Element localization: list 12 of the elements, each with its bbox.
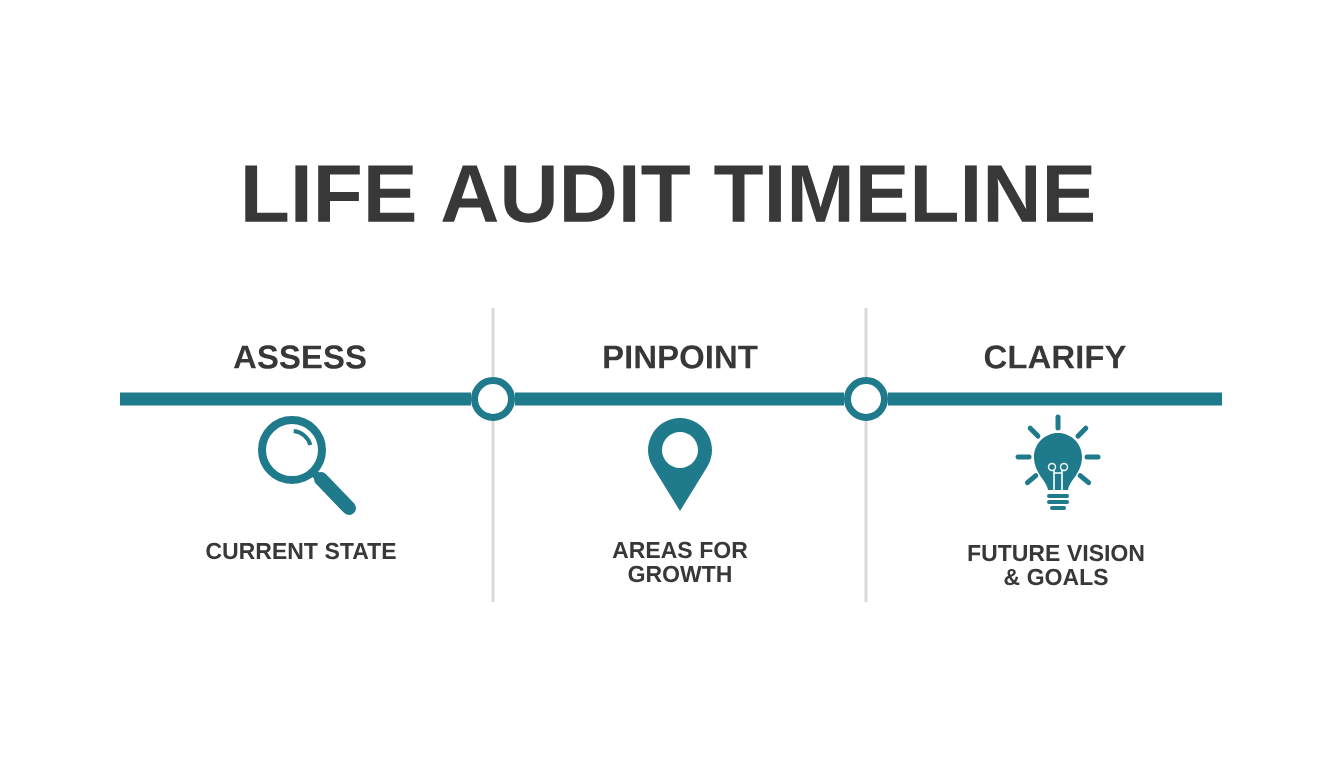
timeline-marker: [844, 377, 888, 421]
timeline-line: [515, 392, 844, 406]
phase-heading: PINPOINT: [604, 345, 758, 369]
phase-heading: ASSESS: [233, 345, 366, 369]
timeline-marker: [471, 377, 515, 421]
phase-description: AREAS FOR GROWTH: [612, 541, 748, 583]
phase-heading: CLARIFY: [984, 345, 1126, 369]
timeline-line: [120, 392, 471, 406]
phase-description: CURRENT STATE: [206, 542, 396, 560]
timeline-line: [888, 392, 1222, 406]
phase-description: FUTURE VISION & GOALS: [968, 544, 1144, 586]
title: LIFE AUDIT TIMELINE: [245, 165, 1093, 223]
